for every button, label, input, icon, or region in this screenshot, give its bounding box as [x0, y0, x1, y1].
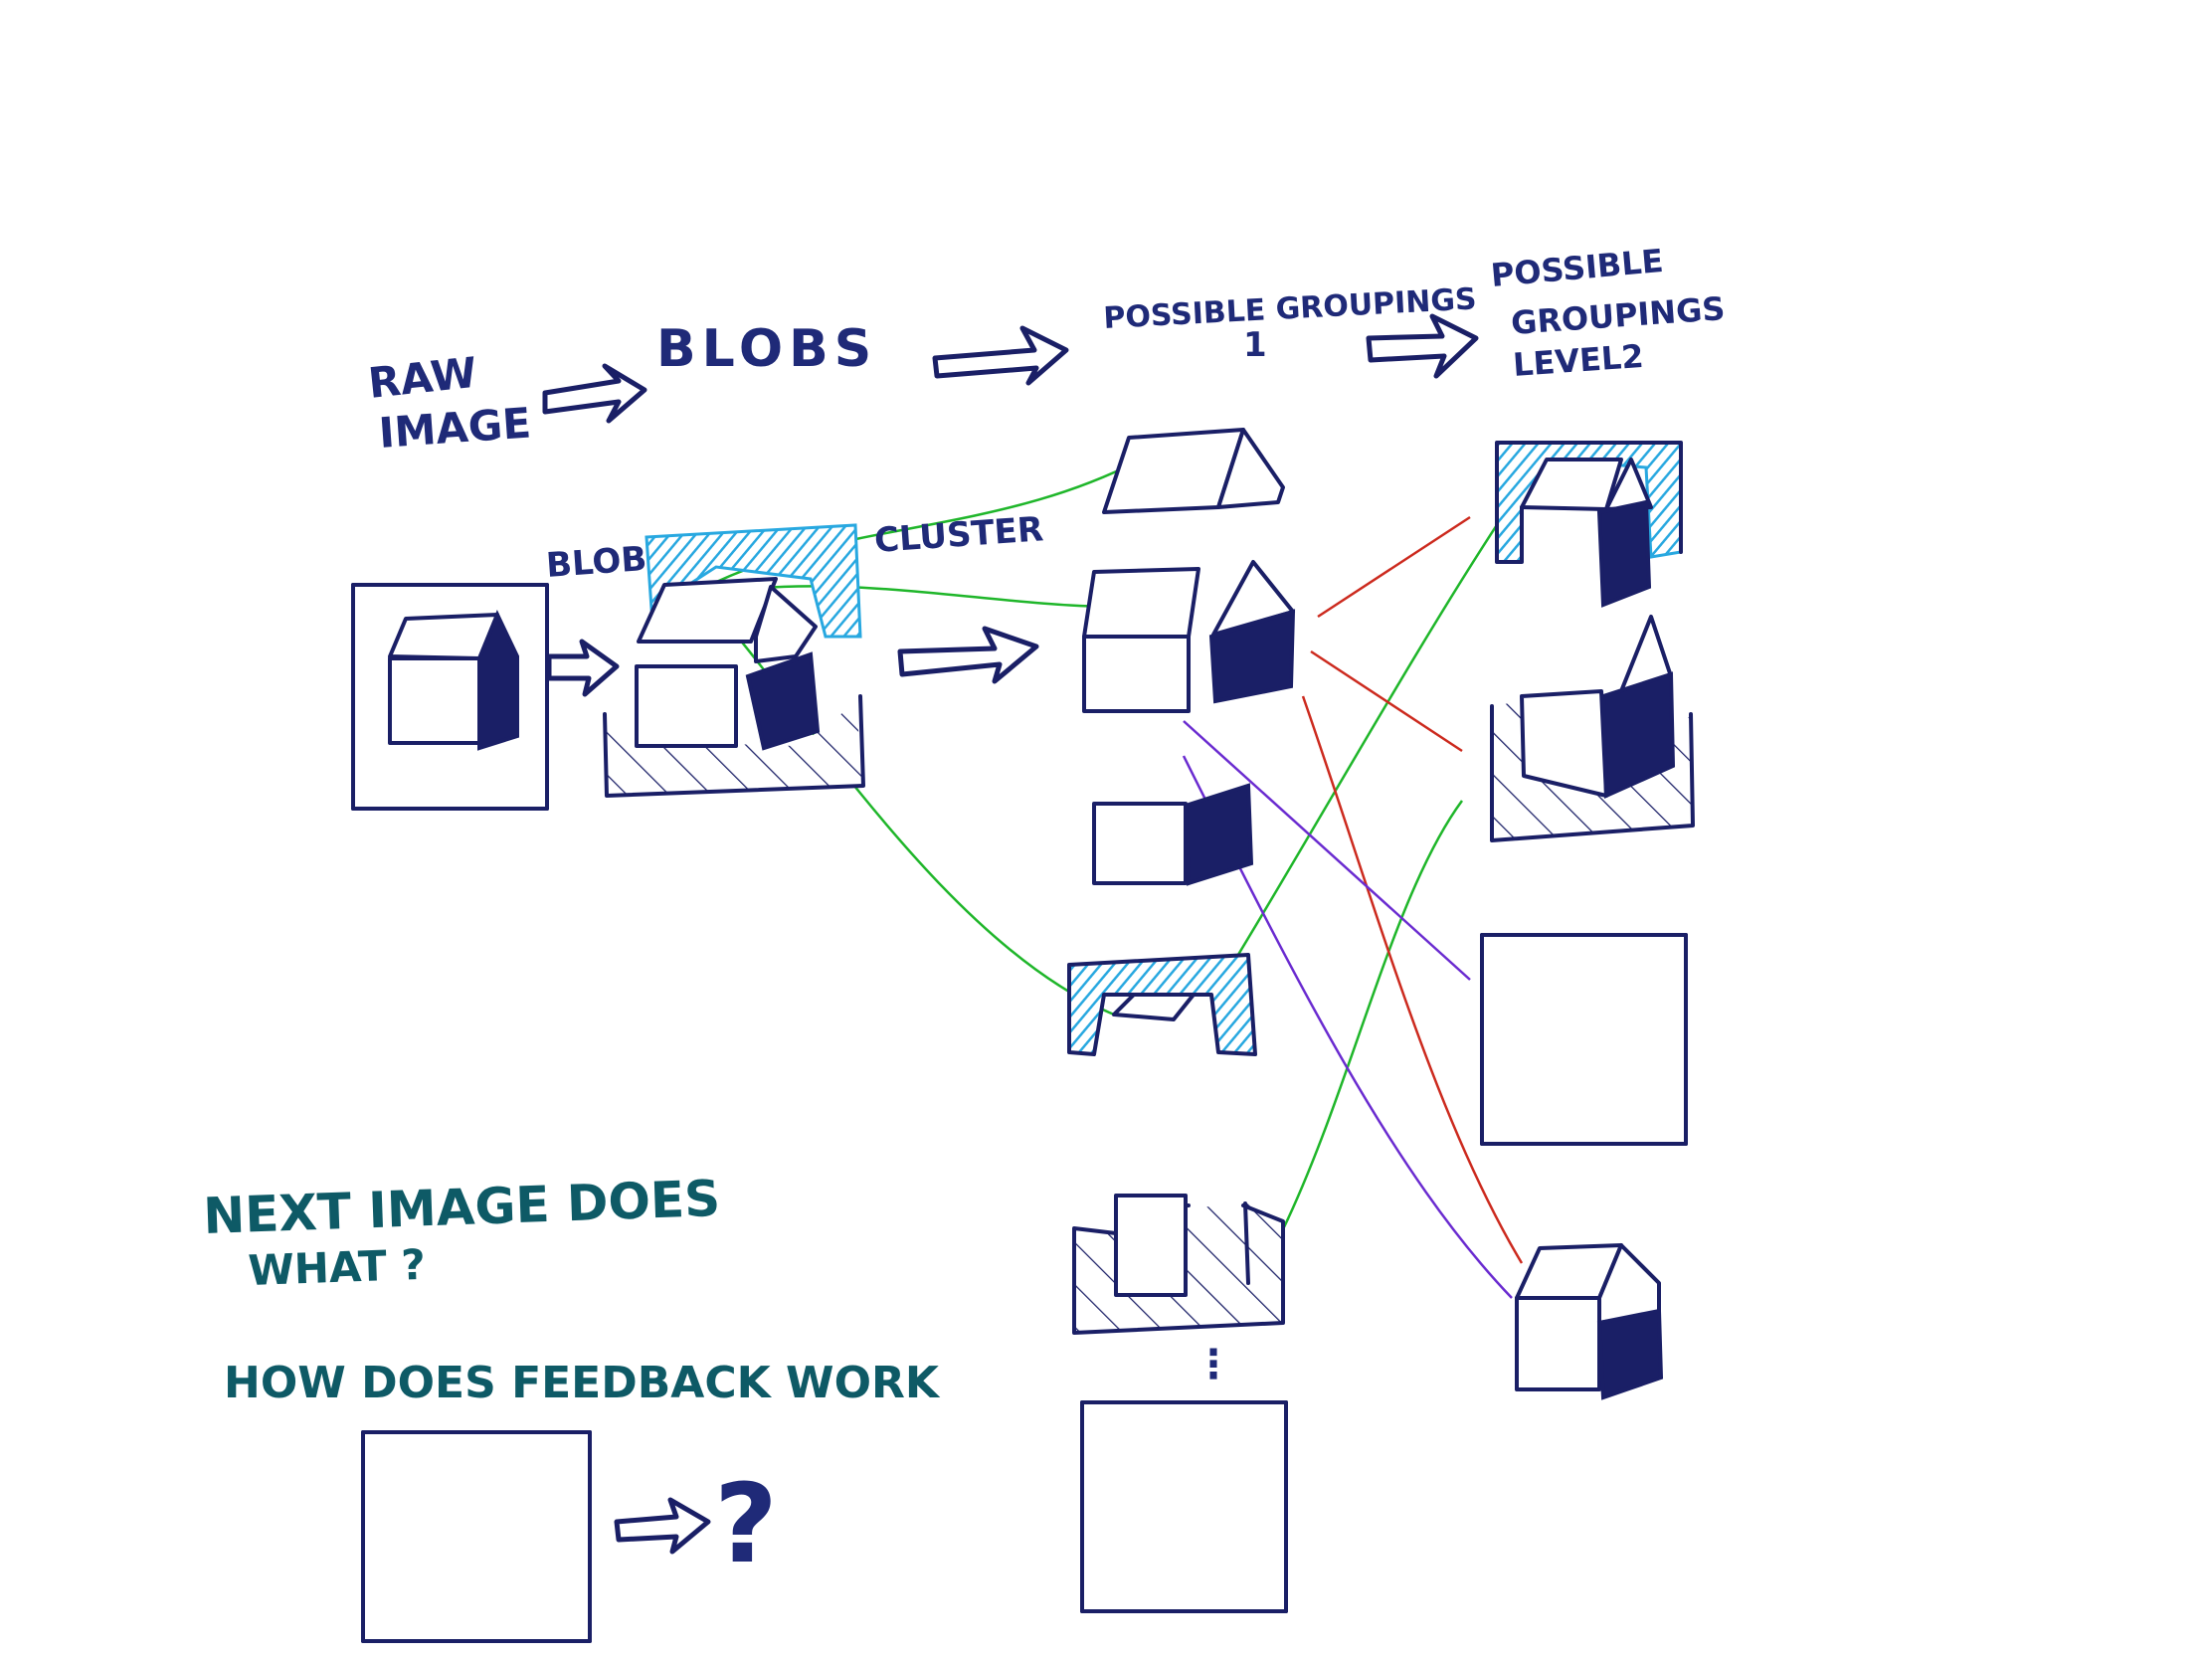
header-groupings-2: POSSIBLE GROUPINGS LEVEL2	[1489, 242, 1726, 384]
raw-house-front	[388, 656, 481, 745]
group2-ground-walls	[1490, 615, 1695, 842]
group2-house	[1515, 1243, 1664, 1400]
red-line-right-to-level2-b	[1310, 649, 1463, 753]
red-line-right-to-level2-c	[1301, 695, 1524, 1264]
purple-line-to-level2-a	[1183, 720, 1471, 981]
blob-roof	[637, 577, 778, 644]
group1-wall-pair	[1092, 783, 1254, 886]
red-line-right-to-level2-a	[1317, 515, 1471, 619]
note-question-mark: ?	[714, 1460, 778, 1587]
header-groupings2-label-2: GROUPINGS	[1510, 289, 1727, 342]
header-groupings2-label-3: LEVEL2	[1512, 337, 1645, 384]
header-groupings2-label-1: POSSIBLE	[1489, 242, 1665, 294]
label-cluster: CLUSTER	[873, 509, 1044, 561]
group1-ground	[1072, 1194, 1285, 1335]
header-blobs: BLOBS	[656, 319, 877, 379]
arrow-blobs-to-groups	[897, 626, 1039, 684]
blobs-panel	[603, 523, 865, 798]
group1-sky	[1067, 953, 1257, 1056]
header-raw-label-2: IMAGE	[377, 398, 532, 458]
group2-full-scene	[1480, 933, 1688, 1146]
note-next-image-line1: NEXT IMAGE DOES	[202, 1170, 721, 1245]
blob-side	[745, 651, 821, 751]
label-ellipsis: ⋮	[1194, 1342, 1233, 1387]
arrow-feedback	[614, 1497, 711, 1555]
note-next-image: NEXT IMAGE DOES WHAT ?	[202, 1170, 721, 1295]
blob-front-wall	[635, 664, 738, 748]
raw-image-panel	[351, 583, 549, 811]
arrow-groupings1-to-groupings2	[1366, 313, 1479, 379]
green-line-sky-to-level2	[1231, 501, 1514, 964]
note-feedback: HOW DOES FEEDBACK WORK	[224, 1358, 941, 1408]
blob-gable	[754, 585, 818, 663]
header-groupings1-label: POSSIBLE GROUPINGS	[1103, 281, 1478, 336]
group1-box-and-side	[1082, 560, 1296, 713]
header-groupings1-level: 1	[1243, 325, 1267, 365]
arrow-raw-to-blobs	[542, 363, 647, 424]
raw-house-side	[477, 610, 519, 751]
note-next-image-line2: WHAT ?	[248, 1240, 427, 1295]
arrow-raw-to-blob-panel	[546, 639, 620, 697]
feedback-image-panel	[361, 1430, 592, 1643]
arrow-blobs-to-groupings1	[932, 325, 1069, 386]
green-line-cluster-to-sky	[707, 602, 1115, 1016]
group1-sky-ground-frame	[1080, 1400, 1288, 1613]
group2-sky-roof	[1495, 441, 1683, 608]
green-line-ground-to-level2	[1281, 800, 1464, 1230]
header-raw-image: RAW IMAGE	[366, 348, 532, 458]
header-raw-label-1: RAW	[366, 348, 479, 408]
group1-roof	[1102, 428, 1285, 514]
